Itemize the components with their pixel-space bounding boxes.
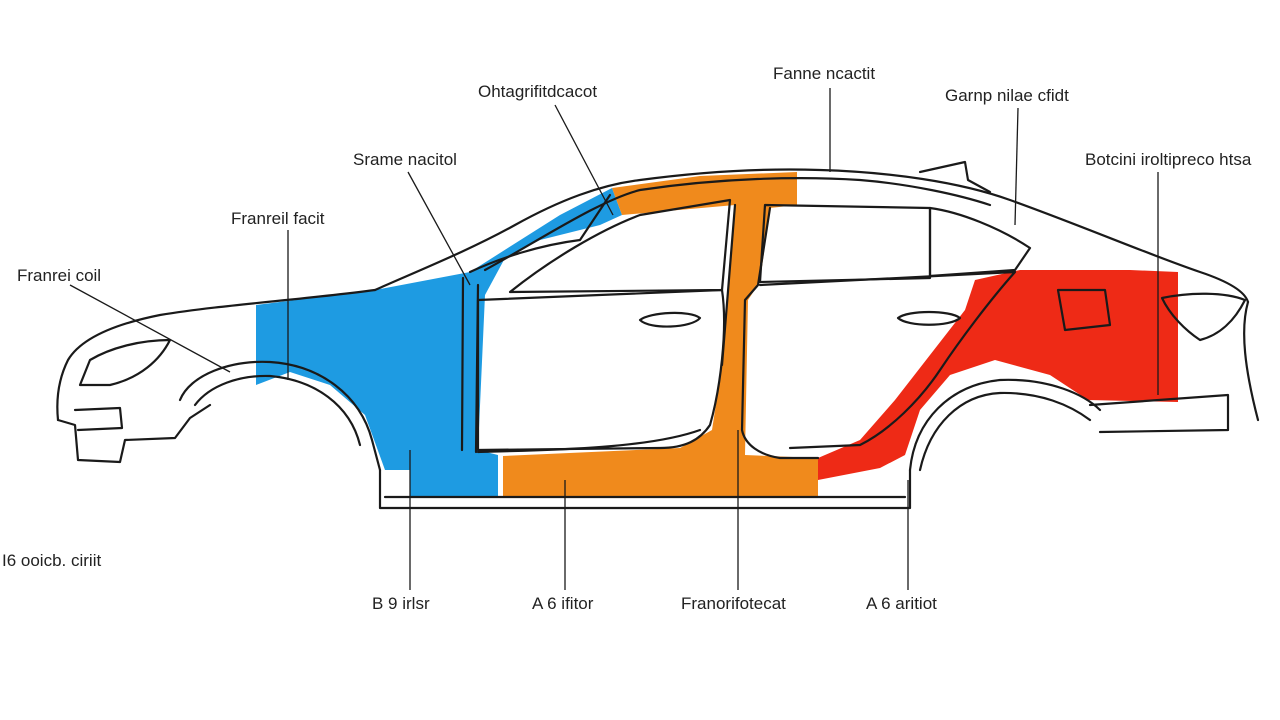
- rear-wheel-arch-inner: [920, 393, 1090, 470]
- front-lower-grille: [75, 408, 122, 430]
- leader-rear-roof: [1015, 108, 1018, 225]
- headlight: [80, 340, 170, 385]
- rear-bumper: [1090, 395, 1228, 432]
- label-front-coil: Franrei coil: [17, 266, 101, 286]
- label-rear-quarter: Botcini iroltipreco htsa: [1085, 150, 1251, 170]
- rear-window: [760, 205, 930, 282]
- leader-scame-pillar: [408, 172, 470, 285]
- label-scame-pillar: Srame nacitol: [353, 150, 457, 170]
- label-front-pillar: Franreil facit: [231, 209, 325, 229]
- tail-end: [1244, 302, 1258, 420]
- rear-door-handle: [898, 312, 960, 325]
- front-bumper: [58, 405, 210, 462]
- label-rear-roof: Garnp nilae cfidt: [945, 86, 1069, 106]
- red-rear-panel: [818, 270, 1178, 480]
- label-side-note: I6 ooicb. ciriit: [2, 551, 101, 571]
- label-a-pillar: A 6 ifitor: [532, 594, 593, 614]
- front-door-handle: [640, 313, 700, 327]
- blue-front-panel: [256, 188, 622, 497]
- rear-spoiler: [920, 162, 990, 192]
- label-front-footer: Franorifotecat: [681, 594, 786, 614]
- label-b-pillar: B 9 irlsr: [372, 594, 430, 614]
- label-a-rear: A 6 aritiot: [866, 594, 937, 614]
- leader-center-roof: [555, 105, 613, 215]
- a-pillar-inner: [462, 278, 463, 450]
- label-center-roof: Ohtagrifitdcacot: [478, 82, 597, 102]
- label-frame-roof: Fanne ncactit: [773, 64, 875, 84]
